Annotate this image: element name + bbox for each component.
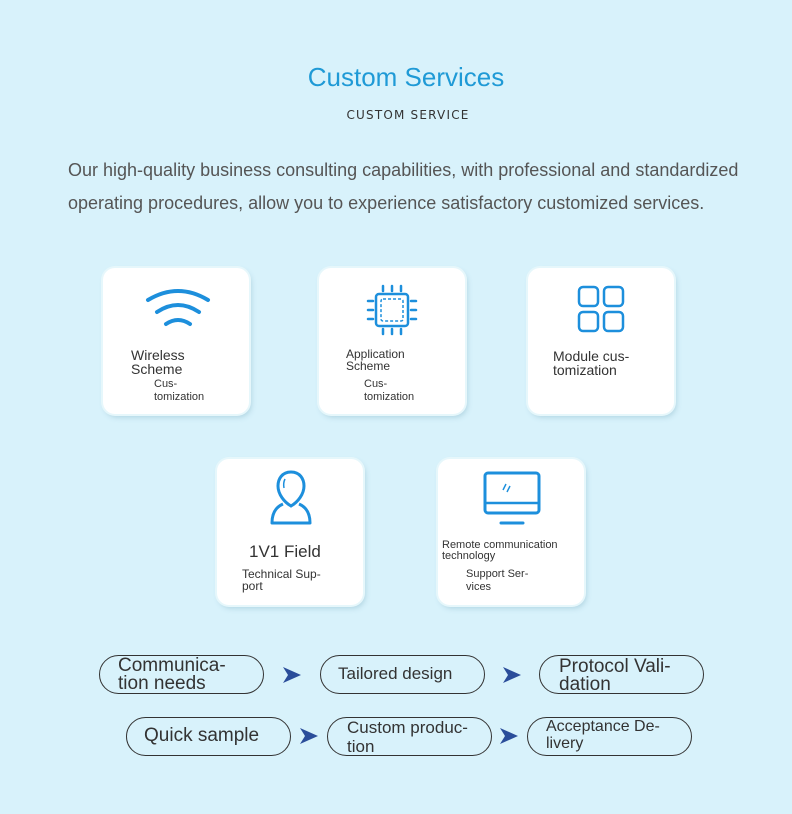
grid-icon xyxy=(577,285,625,338)
page-subtitle: CUSTOM SERVICE xyxy=(346,108,470,122)
process-step: Quick sample xyxy=(126,717,291,756)
process-step: Acceptance De- livery xyxy=(527,717,692,756)
service-sublabel: Cus- tomization xyxy=(364,378,415,403)
service-sublabel: Cus- tomization xyxy=(154,378,205,403)
process-step: Communica- tion needs xyxy=(99,655,264,694)
service-label: Wireless Scheme xyxy=(131,347,185,377)
service-card-remote[interactable]: Remote communication technology Support … xyxy=(438,459,584,605)
service-label: Application Scheme xyxy=(346,347,405,373)
service-label: Remote communication technology xyxy=(442,539,558,562)
service-card-application[interactable]: Application Scheme Cus- tomization xyxy=(319,268,465,414)
process-step: Protocol Vali- dation xyxy=(539,655,704,694)
person-icon xyxy=(269,469,313,532)
monitor-icon xyxy=(482,470,542,533)
service-card-wireless[interactable]: Wireless Scheme Cus- tomization xyxy=(103,268,249,414)
intro-text: Our high-quality business consulting cap… xyxy=(68,160,739,213)
process-step: Tailored design xyxy=(320,655,485,694)
service-sublabel: Technical Sup- port xyxy=(242,567,321,593)
service-sublabel: Support Ser- vices xyxy=(466,568,529,593)
page-title: Custom Services xyxy=(307,62,505,92)
chip-icon xyxy=(364,282,420,343)
service-card-module[interactable]: Module cus- tomization xyxy=(528,268,674,414)
service-label: Module cus- tomization xyxy=(553,348,630,378)
wifi-icon xyxy=(145,288,211,335)
service-label: 1V1 Field xyxy=(249,542,321,561)
process-step: Custom produc- tion xyxy=(327,717,492,756)
service-card-field[interactable]: 1V1 Field Technical Sup- port xyxy=(217,459,363,605)
